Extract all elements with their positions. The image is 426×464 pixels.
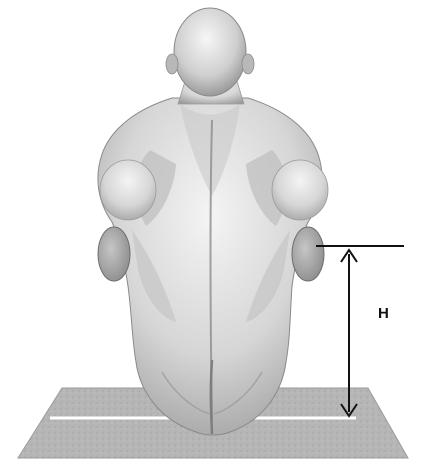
height-label: H (378, 305, 389, 322)
right-shoulder-pad (292, 227, 324, 281)
head-back (166, 8, 254, 96)
left-shoulder-pad (98, 227, 130, 281)
